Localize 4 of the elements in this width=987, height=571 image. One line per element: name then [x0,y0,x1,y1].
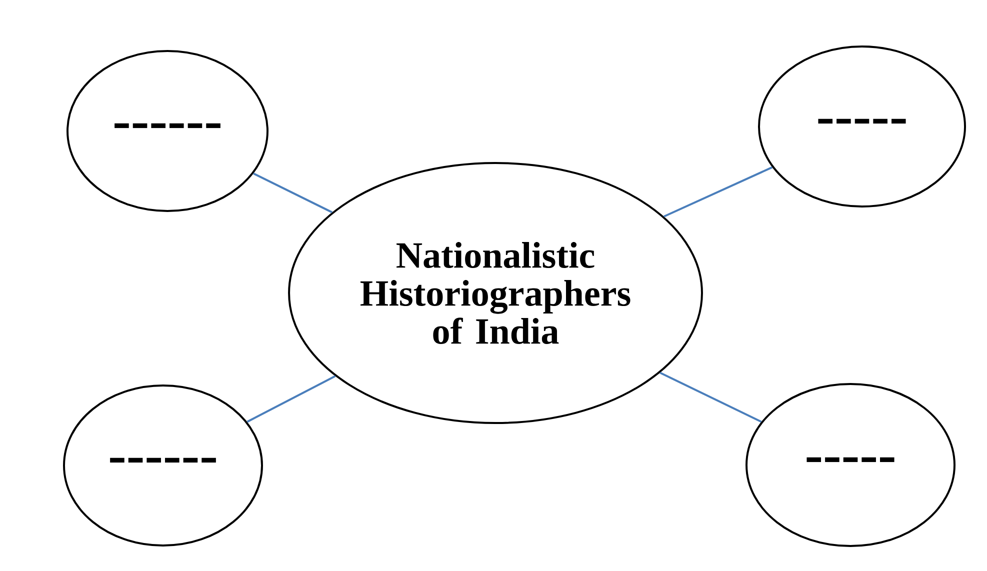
connector-line [660,372,762,423]
connector-line [253,172,333,214]
connector-line [246,375,336,423]
connector-line [664,166,773,218]
